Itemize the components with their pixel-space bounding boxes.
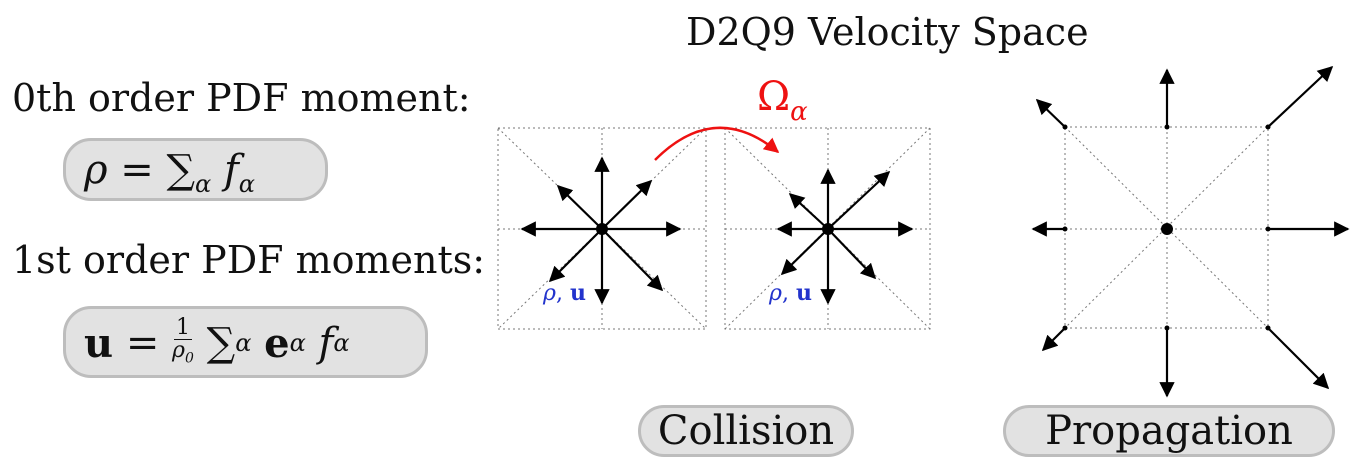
propagated-arrow-ne — [1267, 65, 1334, 128]
zeroth-order-equation: ρ = ∑α fα — [84, 147, 255, 198]
velocity-arrow-sw — [548, 228, 603, 283]
first-order-label: 1st order PDF moments: — [12, 238, 486, 282]
post-collision-lattice — [724, 127, 931, 330]
propagation-button[interactable]: Propagation — [1003, 405, 1335, 457]
velocity-arrow-ne — [601, 179, 653, 230]
propagated-arrow-nw — [1035, 98, 1066, 128]
lattice-node — [1161, 223, 1173, 235]
zeroth-order-equation-box: ρ = ∑α fα — [63, 138, 328, 201]
collision-button[interactable]: Collision — [638, 405, 854, 457]
collision-operator-arrow — [654, 126, 780, 161]
lattice-node — [596, 223, 608, 235]
page-title: D2Q9 Velocity Space — [686, 10, 1089, 54]
pre-collision-lattice — [497, 127, 707, 330]
velocity-arrow-se — [601, 228, 664, 292]
lattice-node — [822, 223, 834, 235]
macro-label-post: ρ, u — [768, 280, 812, 306]
velocity-arrow-nw — [556, 184, 603, 230]
velocity-arrow-ne — [827, 170, 891, 230]
propagation-lattice — [1031, 65, 1350, 398]
velocity-arrow-sw — [780, 228, 829, 276]
collision-operator-symbol: Ωα — [757, 74, 808, 127]
zeroth-order-label: 0th order PDF moment: — [12, 76, 471, 120]
velocity-arrow-se — [827, 228, 877, 280]
propagated-arrow-sw — [1041, 327, 1066, 352]
velocity-arrow-nw — [788, 192, 829, 230]
propagated-arrow-se — [1267, 327, 1330, 390]
macro-label-pre: ρ, u — [542, 280, 586, 306]
